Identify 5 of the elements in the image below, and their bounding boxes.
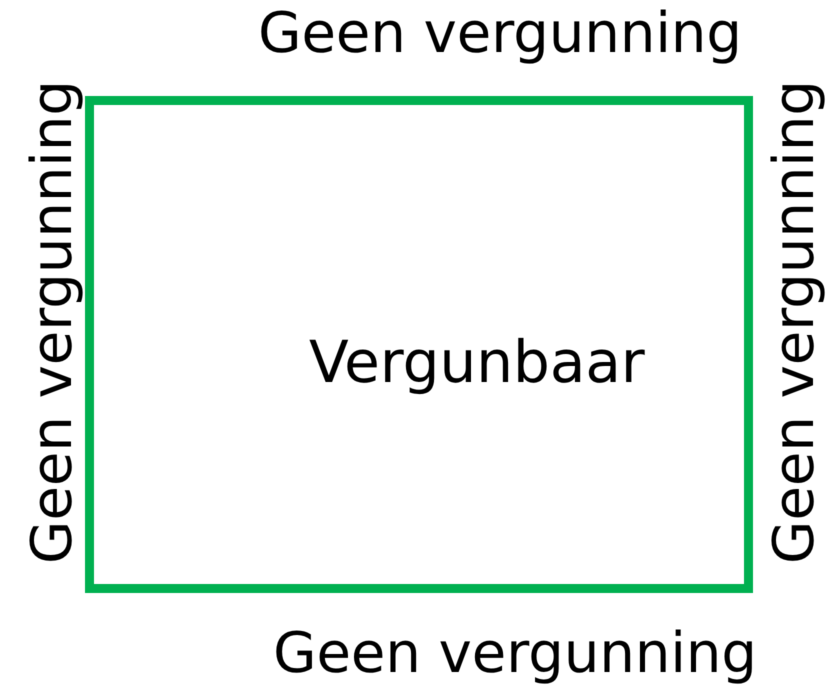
boundary-label: Geen vergunning [25,79,85,566]
region-box [85,96,753,593]
boundary-label: Geen vergunning [767,79,827,566]
boundary-label: Geen vergunning [257,6,743,66]
boundary-label: Geen vergunning [272,626,758,686]
